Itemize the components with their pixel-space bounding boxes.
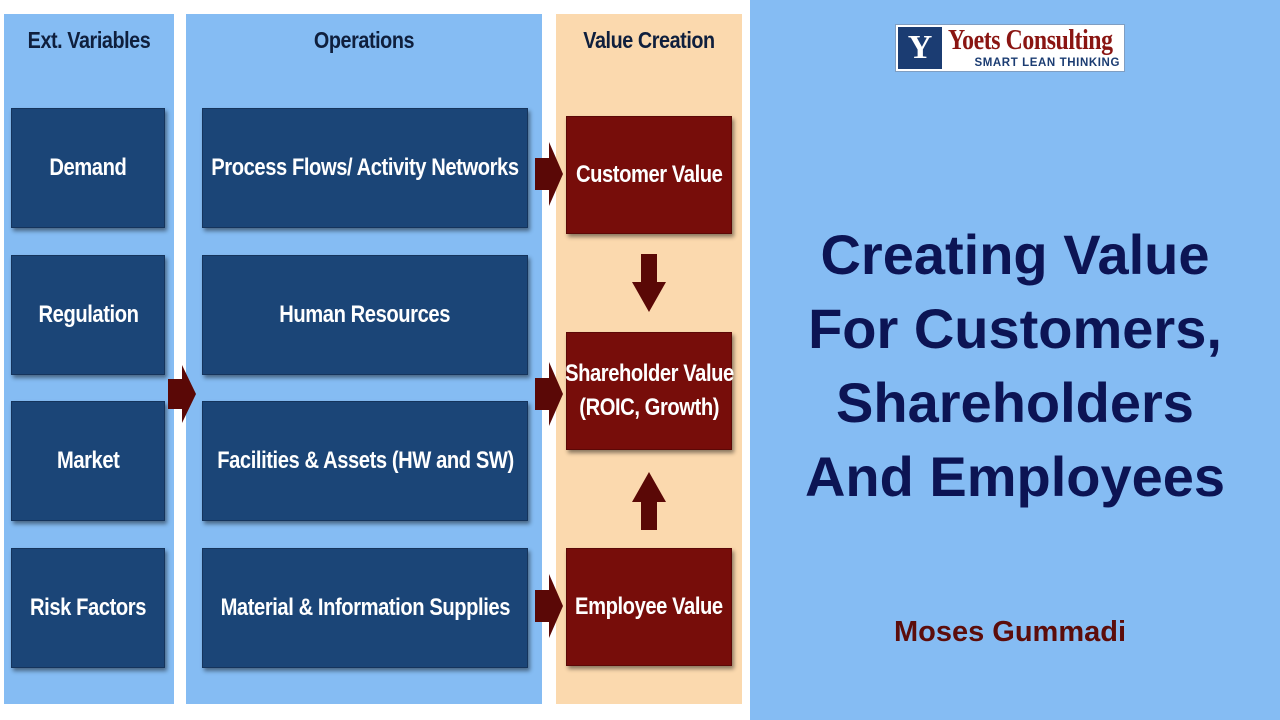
ops-box-human-resources: Human Resources (202, 255, 528, 375)
ops-box-facilities-assets: Facilities & Assets (HW and SW) (202, 401, 528, 521)
ops-box-label: Material & Information Supplies (220, 594, 510, 621)
yoets-consulting-logo: Y Yoets Consulting SMART LEAN THINKING (895, 24, 1125, 72)
arrow-process-to-customer (535, 142, 563, 206)
author-name: Moses Gummadi (893, 616, 1127, 648)
arrow-hr-to-shareholder (535, 362, 563, 426)
ops-box-label: Facilities & Assets (HW and SW) (216, 447, 514, 474)
arrow-employee-to-shareholder (632, 472, 666, 530)
ext-box-regulation: Regulation (11, 255, 165, 375)
title-panel (750, 0, 1280, 720)
logo-name: Yoets Consulting (948, 24, 1113, 56)
value-box-customer: Customer Value (566, 116, 732, 234)
ops-box-label: Process Flows/ Activity Networks (211, 154, 519, 181)
ext-box-label: Market (56, 447, 120, 474)
ops-box-process-flows: Process Flows/ Activity Networks (202, 108, 528, 228)
ext-box-label: Demand (49, 154, 127, 181)
logo-tagline: SMART LEAN THINKING (974, 57, 1120, 69)
ext-box-risk-factors: Risk Factors (11, 548, 165, 668)
ext-box-label: Regulation (38, 301, 138, 328)
operations-heading: Operations (313, 26, 415, 53)
ext-variables-heading: Ext. Variables (27, 26, 151, 53)
ops-box-material-info-supplies: Material & Information Supplies (202, 548, 528, 668)
arrow-supplies-to-employee (535, 574, 563, 638)
ext-box-demand: Demand (11, 108, 165, 228)
arrow-ext-to-ops (168, 365, 196, 423)
slide-title: Creating Value For Customers, Shareholde… (750, 218, 1280, 514)
value-box-label-line2: (ROIC, Growth) (579, 394, 719, 421)
title-line: Creating Value (820, 223, 1210, 286)
title-line: For Customers, (808, 297, 1222, 360)
value-box-employee: Employee Value (566, 548, 732, 666)
value-box-shareholder: Shareholder Value (ROIC, Growth) (564, 332, 734, 450)
logo-mark-icon: Y (898, 27, 942, 69)
value-creation-heading: Value Creation (583, 26, 715, 53)
ext-box-label: Risk Factors (30, 594, 146, 621)
ext-box-market: Market (11, 401, 165, 521)
arrow-customer-to-shareholder (632, 254, 666, 312)
ops-box-label: Human Resources (279, 301, 451, 328)
title-line: Shareholders (836, 371, 1194, 434)
value-box-label-line1: Shareholder Value (564, 360, 734, 388)
value-box-label: Customer Value (575, 161, 723, 188)
value-box-label: Employee Value (575, 593, 723, 620)
title-line: And Employees (804, 445, 1226, 508)
